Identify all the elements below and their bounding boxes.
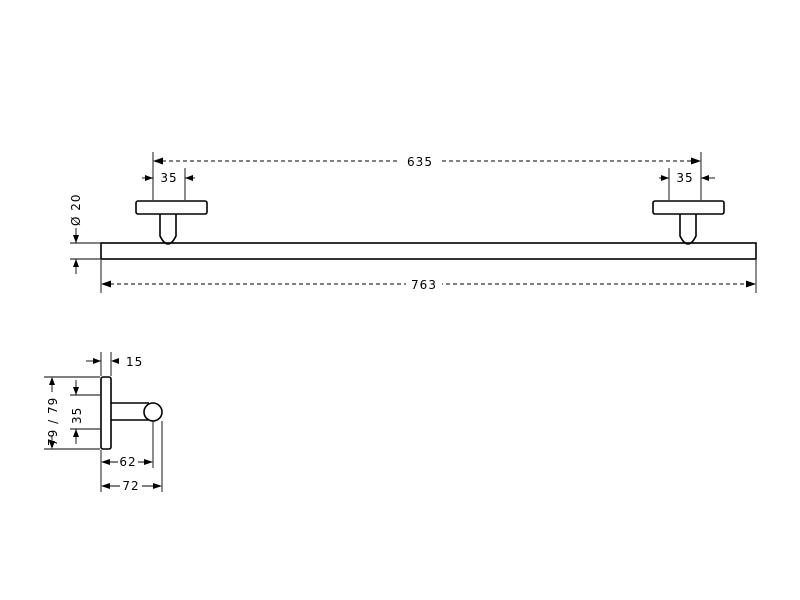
dimension-diameter-20-label: Ø 20 — [69, 193, 83, 226]
side-bar-section — [143, 402, 163, 422]
side-wall-plate — [100, 376, 112, 450]
right-mount-post — [679, 214, 697, 245]
dimension-62-label: 62 — [119, 455, 136, 469]
dimension-15-label: 15 — [126, 355, 143, 369]
right-mount-plate — [652, 200, 725, 215]
dimension-left-35: 35 — [142, 168, 195, 200]
side-view: 15 79 / 79 35 — [44, 352, 163, 493]
dimension-763-label: 763 — [411, 278, 437, 292]
right-wall-mount — [652, 200, 725, 245]
dimension-right-35: 35 — [659, 168, 715, 200]
dimension-62: 62 — [100, 421, 154, 492]
front-view: 635 35 35 763 — [69, 152, 757, 293]
dimension-72: 72 — [101, 421, 163, 493]
dimension-left-35-label: 35 — [160, 171, 177, 185]
dimension-side-35-label: 35 — [70, 407, 84, 424]
dimension-72-label: 72 — [122, 479, 139, 493]
left-wall-mount — [135, 200, 208, 245]
dimension-right-35-label: 35 — [676, 171, 693, 185]
dimension-79-label: 79 / 79 — [46, 397, 60, 446]
dimension-79: 79 / 79 — [44, 376, 100, 450]
dimension-763: 763 — [100, 260, 757, 293]
dimension-635-label: 635 — [407, 155, 433, 169]
dimension-diameter-20: Ø 20 — [69, 193, 100, 274]
left-mount-plate — [135, 200, 208, 215]
left-mount-post — [159, 214, 177, 245]
dimension-side-35: 35 — [70, 380, 100, 444]
dimension-15: 15 — [86, 352, 143, 376]
dimension-635: 635 — [152, 152, 702, 200]
towel-bar — [100, 242, 757, 260]
